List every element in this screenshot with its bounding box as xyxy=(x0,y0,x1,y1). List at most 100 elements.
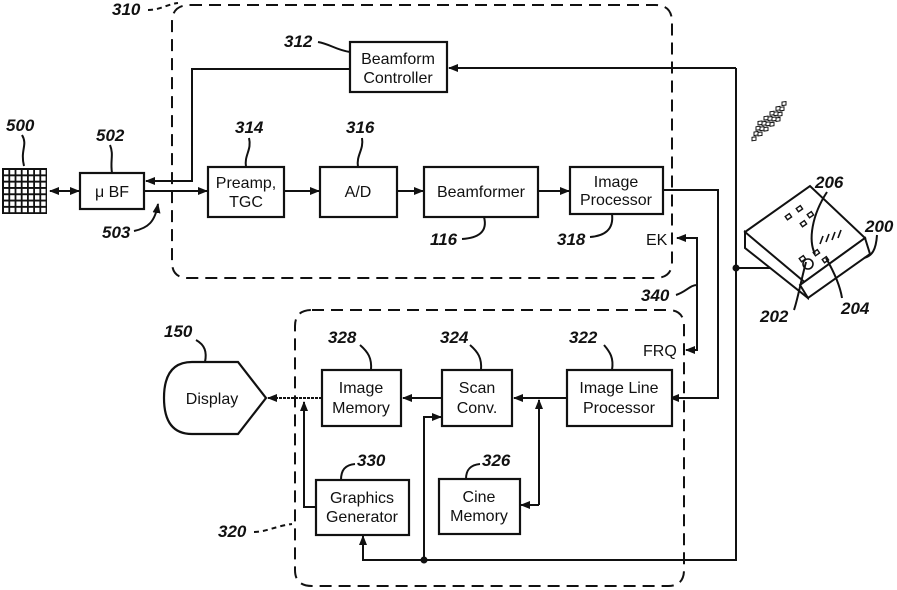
array-element xyxy=(10,195,14,199)
keypad-key xyxy=(758,121,762,125)
graphics-display-link xyxy=(304,402,316,507)
leader-150 xyxy=(196,340,206,362)
ref-314: 314 xyxy=(235,118,264,137)
ref-503: 503 xyxy=(102,223,131,242)
keypad-key xyxy=(756,126,760,130)
array-element xyxy=(29,202,33,206)
display-label: Display xyxy=(186,391,238,408)
keypad-key xyxy=(776,117,780,121)
keypad-key xyxy=(768,117,772,121)
frq-link xyxy=(686,295,697,350)
array-element xyxy=(41,176,45,180)
array-element xyxy=(35,202,39,206)
array-element xyxy=(4,170,8,174)
array-element xyxy=(29,189,33,193)
array-element xyxy=(16,183,20,187)
frq-signal-label: FRQ xyxy=(643,343,677,360)
array-element xyxy=(41,202,45,206)
array-element xyxy=(41,183,45,187)
keypad-key xyxy=(770,122,774,126)
array-element xyxy=(29,170,33,174)
beamform-controller-label-1: Beamform xyxy=(361,51,435,68)
graphics-generator-label-2: Generator xyxy=(326,509,399,526)
leader-318 xyxy=(590,214,612,237)
array-element xyxy=(29,183,33,187)
array-element xyxy=(4,176,8,180)
array-element xyxy=(23,189,27,193)
keypad-key xyxy=(766,122,770,126)
group-320-boundary xyxy=(295,310,684,586)
array-element xyxy=(16,202,20,206)
array-element xyxy=(41,208,45,212)
keypad-key xyxy=(758,132,762,136)
array-element xyxy=(29,195,33,199)
ref-204: 204 xyxy=(840,299,870,318)
keypad-key xyxy=(764,116,768,120)
ref-320: 320 xyxy=(218,522,247,541)
ref-310: 310 xyxy=(112,0,141,19)
keypad-key xyxy=(774,112,778,116)
array-element xyxy=(16,176,20,180)
array-element xyxy=(23,195,27,199)
array-element xyxy=(29,208,33,212)
array-element xyxy=(10,183,14,187)
bus-junction-panel xyxy=(733,265,740,272)
keypad-key xyxy=(752,137,756,141)
keypad-key xyxy=(760,127,764,131)
array-element xyxy=(10,170,14,174)
leader-328 xyxy=(360,345,371,370)
array-element xyxy=(23,183,27,187)
keypad-icon xyxy=(752,102,786,141)
keypad-key xyxy=(770,111,774,115)
leader-326 xyxy=(466,464,480,479)
array-element xyxy=(4,189,8,193)
ref-340: 340 xyxy=(641,286,670,305)
array-element xyxy=(35,208,39,212)
image-memory-block xyxy=(322,370,401,426)
keypad-key xyxy=(776,106,780,110)
image-memory-label-1: Image xyxy=(339,380,384,397)
scan-converter-block xyxy=(442,370,512,426)
array-element xyxy=(23,202,27,206)
ref-330: 330 xyxy=(357,451,386,470)
leader-314 xyxy=(246,138,250,167)
keypad-key xyxy=(782,102,786,106)
keypad-key xyxy=(780,107,784,111)
ref-312: 312 xyxy=(284,32,313,51)
array-element xyxy=(35,195,39,199)
array-element xyxy=(10,202,14,206)
preamp-label-2: TGC xyxy=(229,194,263,211)
array-element xyxy=(16,195,20,199)
ref-326: 326 xyxy=(482,451,511,470)
ref-318: 318 xyxy=(557,230,586,249)
leader-330 xyxy=(341,464,355,480)
array-element xyxy=(41,189,45,193)
array-element xyxy=(41,170,45,174)
ref-324: 324 xyxy=(440,328,469,347)
micro-bf-label: μ BF xyxy=(95,184,129,201)
leader-116 xyxy=(462,217,485,239)
graphics-generator-label-1: Graphics xyxy=(330,490,394,507)
array-element xyxy=(16,208,20,212)
ref-116: 116 xyxy=(430,230,458,249)
keypad-key xyxy=(772,117,776,121)
leader-310 xyxy=(148,3,178,10)
scan-conv-label-1: Scan xyxy=(459,380,495,397)
image-processor-label-1: Image xyxy=(594,174,639,191)
leader-316 xyxy=(358,138,363,167)
cine-memory-label-1: Cine xyxy=(463,489,496,506)
ref-500: 500 xyxy=(6,116,35,135)
keypad-key xyxy=(778,112,782,116)
image-processor-label-2: Processor xyxy=(580,192,653,209)
array-element xyxy=(35,176,39,180)
array-element xyxy=(41,195,45,199)
leader-324 xyxy=(470,345,481,370)
keypad-key xyxy=(754,131,758,135)
cine-memory-block xyxy=(439,479,520,534)
leader-322 xyxy=(604,345,613,370)
image-line-processor-block xyxy=(567,370,672,426)
leader-500 xyxy=(22,135,24,166)
array-element xyxy=(10,176,14,180)
preamp-label-1: Preamp, xyxy=(216,175,276,192)
